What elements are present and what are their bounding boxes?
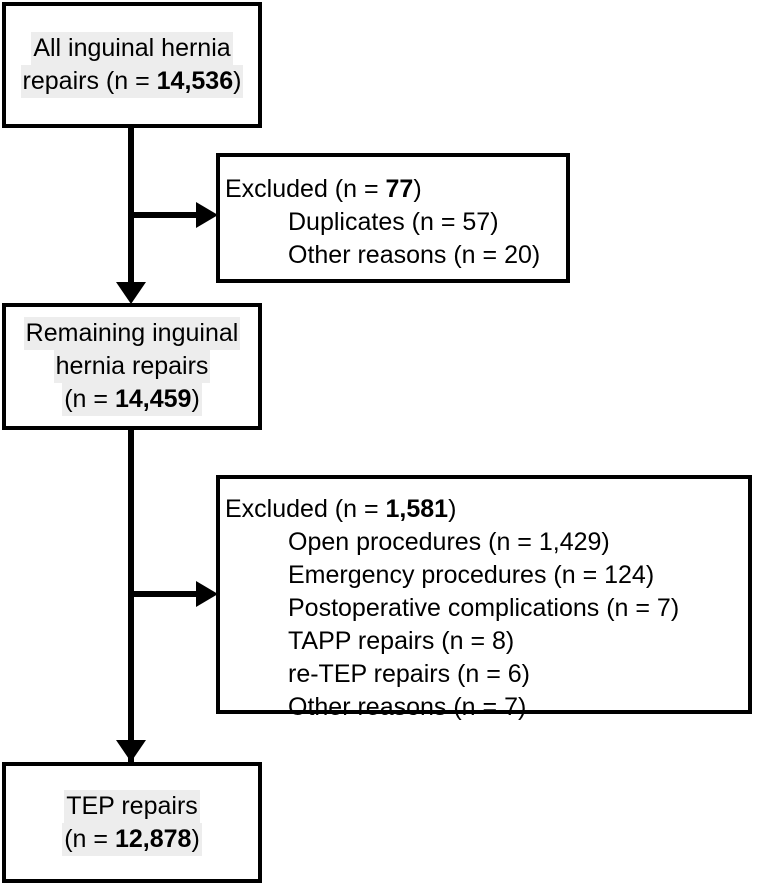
arrow-into-remaining-repairs xyxy=(116,282,146,304)
excluded-reason-item: Other reasons (n = 20) xyxy=(288,241,541,269)
node-line-prefix: (n = xyxy=(64,385,115,413)
connector-trunk-upper xyxy=(128,128,134,290)
excluded-reason-item: TAPP repairs (n = 8) xyxy=(288,627,515,655)
excluded-reason-item: Other reasons (n = 7) xyxy=(288,693,527,721)
arrow-into-excluded-second xyxy=(196,581,218,607)
excluded-reason-item: Postoperative complications (n = 7) xyxy=(288,594,680,622)
node-line-prefix: repairs (n = xyxy=(22,67,157,95)
node-remaining-inguinal-hernia-repairs: Remaining inguinal hernia repairs (n = 1… xyxy=(2,303,262,430)
node-line: (n = 12,878) xyxy=(62,822,202,856)
excluded-total-value: 1,581 xyxy=(385,495,449,523)
node-line: repairs (n = 14,536) xyxy=(20,65,244,98)
excluded-heading: Excluded (n = 77) xyxy=(220,173,422,206)
node-line: hernia repairs xyxy=(53,350,211,383)
node-excluded-first: Excluded (n = 77) Duplicates (n = 57) Ot… xyxy=(216,153,570,283)
node-line: TEP repairs xyxy=(64,789,200,823)
node-excluded-second: Excluded (n = 1,581) Open procedures (n … xyxy=(216,475,752,721)
node-count-value: 14,536 xyxy=(156,67,234,95)
node-count-value: 12,878 xyxy=(114,824,192,853)
node-line-suffix: ) xyxy=(191,385,200,413)
excluded-heading-prefix: Excluded (n = xyxy=(225,495,386,523)
node-line: All inguinal hernia xyxy=(31,32,233,65)
excluded-reason-item: re-TEP repairs (n = 6) xyxy=(288,660,530,688)
node-line-suffix: ) xyxy=(233,67,242,95)
excluded-heading-suffix: ) xyxy=(413,175,422,203)
connector-branch-excluded-first xyxy=(128,212,206,218)
node-all-inguinal-hernia-repairs: All inguinal hernia repairs (n = 14,536) xyxy=(2,2,262,128)
node-count-value: 14,459 xyxy=(114,385,192,413)
excluded-heading-prefix: Excluded (n = xyxy=(225,175,386,203)
excluded-reason-item: Open procedures (n = 1,429) xyxy=(288,528,610,556)
arrow-into-excluded-first xyxy=(196,202,218,228)
excluded-heading-suffix: ) xyxy=(448,495,457,523)
node-line: (n = 14,459) xyxy=(62,383,202,416)
arrow-into-tep-repairs xyxy=(116,740,146,762)
node-line: Remaining inguinal xyxy=(23,317,241,350)
node-line-prefix: (n = xyxy=(64,824,115,853)
excluded-total-value: 77 xyxy=(385,175,414,203)
excluded-reason-item: Duplicates (n = 57) xyxy=(288,208,499,236)
node-tep-repairs: TEP repairs (n = 12,878) xyxy=(2,762,262,883)
connector-branch-excluded-second xyxy=(128,591,206,597)
node-line-suffix: ) xyxy=(191,824,200,853)
excluded-heading: Excluded (n = 1,581) xyxy=(220,493,456,526)
excluded-reason-item: Emergency procedures (n = 124) xyxy=(288,561,655,589)
